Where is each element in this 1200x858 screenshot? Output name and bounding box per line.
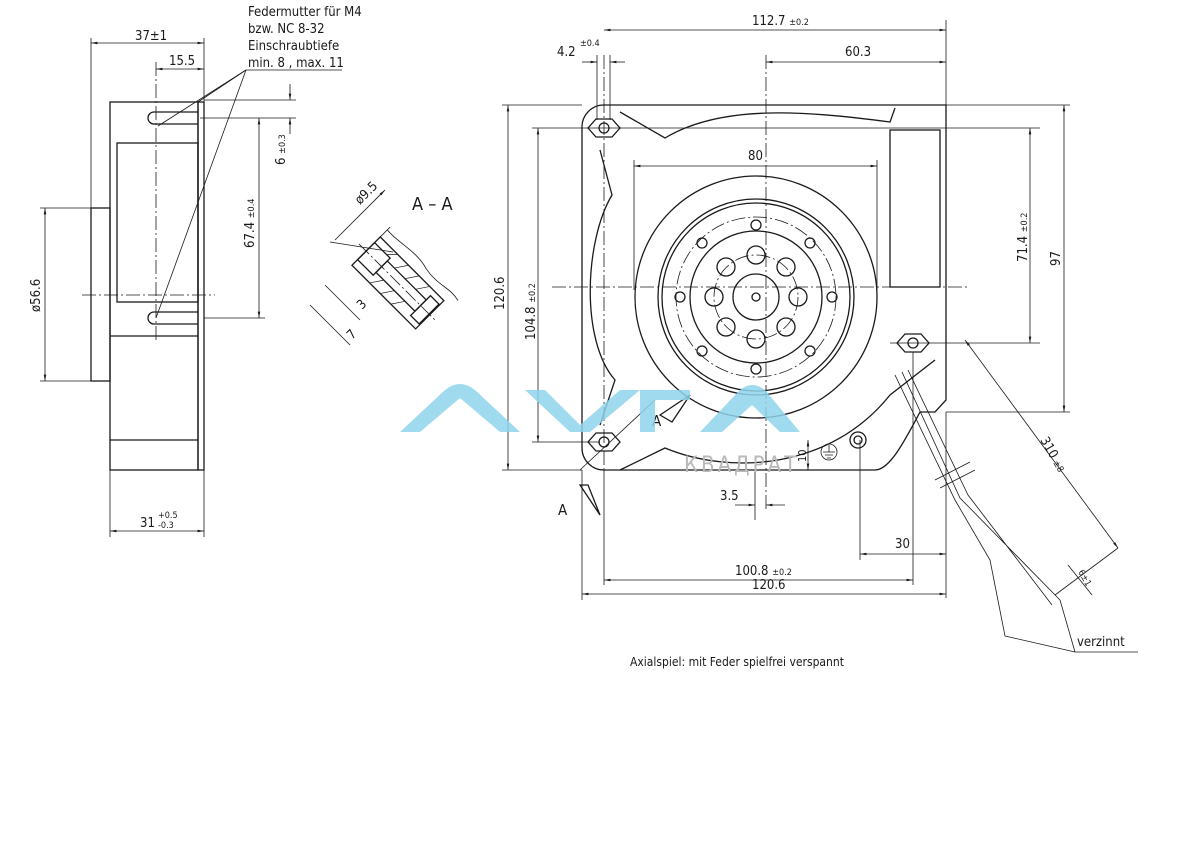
callout-line-4: min. 8 , max. 11 <box>248 56 344 71</box>
dim-inlet: 80 <box>748 149 763 164</box>
callout-line-2: bzw. NC 8-32 <box>248 22 325 37</box>
axial-play-note: Axialspiel: mit Feder spielfrei verspann… <box>630 655 844 669</box>
section-marker-bottom: A <box>558 501 568 519</box>
dim-body-tol-plus: +0.5 <box>158 511 178 521</box>
dim-offset: 3.5 <box>720 489 739 504</box>
dim-strip: 6±1 <box>1075 569 1092 589</box>
section-a-a: A – A ø9.5 3 7 <box>309 179 459 346</box>
dim-section-b: 7 <box>344 327 360 343</box>
dim-body: 31 <box>140 516 155 531</box>
front-view: 112.7 ±0.2 60.3 4.2 ±0.4 80 120.6 104.8 … <box>493 14 1138 653</box>
section-title: A – A <box>412 194 453 215</box>
slot-top <box>147 111 198 125</box>
dim-cable: 310 ±8 <box>1037 435 1069 475</box>
dim-center-right: 60.3 <box>845 45 871 60</box>
dim-hole-dia: 4.2 <box>557 45 576 60</box>
scroll-outline <box>589 107 936 471</box>
dim-section-diameter: ø9.5 <box>352 179 381 208</box>
slot-bottom <box>147 311 198 325</box>
dim-right-hole: 71.4 ±0.2 <box>1016 213 1031 262</box>
dim-depth: 37±1 <box>135 29 167 44</box>
callout-line-3: Einschraubtiefe <box>248 39 339 54</box>
dim-outlet: 97 <box>1049 251 1064 266</box>
dim-hole-x: 112.7 ±0.2 <box>752 14 809 29</box>
dim-edge: 6 ±0.3 <box>274 134 289 165</box>
inlet-ring <box>634 175 878 419</box>
dim-body-tol-minus: -0.3 <box>158 521 174 531</box>
section-marker-top: A <box>652 412 662 430</box>
dim-height: 120.6 <box>493 277 508 310</box>
rotor-holes <box>674 219 838 375</box>
outlet-window <box>889 129 941 288</box>
cable-label: verzinnt <box>1077 635 1125 650</box>
ground-icon <box>820 443 838 461</box>
dim-width: 120.6 <box>752 578 785 593</box>
watermark-logo: КВАДРАТ <box>400 384 800 478</box>
dim-hole-offset: 15.5 <box>169 54 195 69</box>
dim-ground: 10 <box>796 449 809 462</box>
housing-outline <box>581 104 947 471</box>
dim-outlet-width: 30 <box>895 537 910 552</box>
dim-hole-dia-tol: ±0.4 <box>580 39 600 49</box>
cable <box>894 369 1061 637</box>
dim-slot-spacing: 67.4 ±0.4 <box>243 199 258 248</box>
dim-hole-bottom: 100.8 ±0.2 <box>735 564 792 579</box>
callout-line-1: Federmutter für M4 <box>248 5 362 20</box>
side-hub <box>90 207 111 382</box>
side-body <box>109 101 199 471</box>
dim-section-a: 3 <box>354 297 370 313</box>
side-inner-window <box>116 142 199 303</box>
side-flange <box>197 101 205 471</box>
dim-hole-y: 104.8 ±0.2 <box>524 283 539 340</box>
watermark-subtitle: КВАДРАТ <box>684 453 799 478</box>
side-view: Federmutter für M4 bzw. NC 8-32 Einschra… <box>29 5 362 537</box>
dim-hub-diameter: ø56.6 <box>29 279 44 312</box>
